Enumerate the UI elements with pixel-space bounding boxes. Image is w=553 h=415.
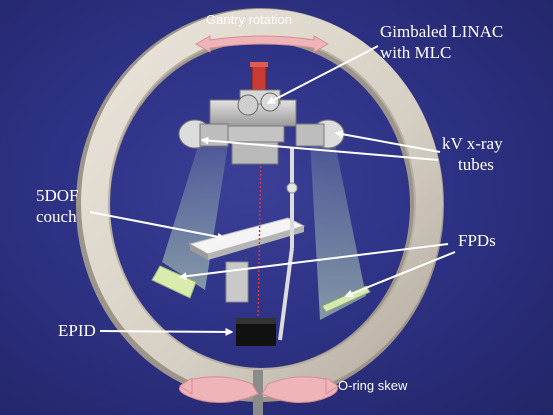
label-gimbaled-linac-line2: with MLC	[380, 43, 452, 62]
kv-tube-right	[295, 119, 345, 149]
oring-skew-arrow	[179, 376, 339, 404]
treatment-beam	[257, 149, 262, 321]
epid-panel	[236, 318, 276, 346]
kv-tube-left	[178, 119, 229, 149]
kv-beam-left	[162, 140, 228, 290]
pedestal	[225, 261, 249, 303]
label-oring-skew: O-ring skew	[338, 378, 408, 393]
arrow-kv-right	[334, 130, 441, 153]
label-kv-tubes-line2: tubes	[458, 155, 494, 174]
couch	[188, 217, 306, 260]
support-arm	[278, 148, 298, 341]
label-gantry-rotation: Gantry rotation	[206, 12, 292, 27]
arrow-linac	[266, 45, 379, 104]
kv-beam-right	[310, 138, 366, 320]
label-fpds: FPDs	[458, 231, 496, 250]
arrow-couch	[89, 211, 226, 241]
label-gimbaled-linac-line1: Gimbaled LINAC	[380, 22, 504, 41]
gantry-rotation-arrow	[194, 35, 330, 53]
arrow-fpd-left	[178, 243, 449, 281]
label-couch-line1: 5DOF	[36, 186, 79, 205]
pointer-arrows	[89, 45, 456, 336]
arrow-kv-left	[200, 136, 439, 161]
label-epid: EPID	[58, 321, 96, 340]
arrow-epid	[99, 327, 234, 336]
base-stem	[253, 370, 263, 415]
arrow-fpd-right	[344, 251, 456, 298]
label-kv-tubes-line1: kV x-ray	[442, 134, 503, 153]
label-couch-line2: couch	[36, 207, 77, 226]
